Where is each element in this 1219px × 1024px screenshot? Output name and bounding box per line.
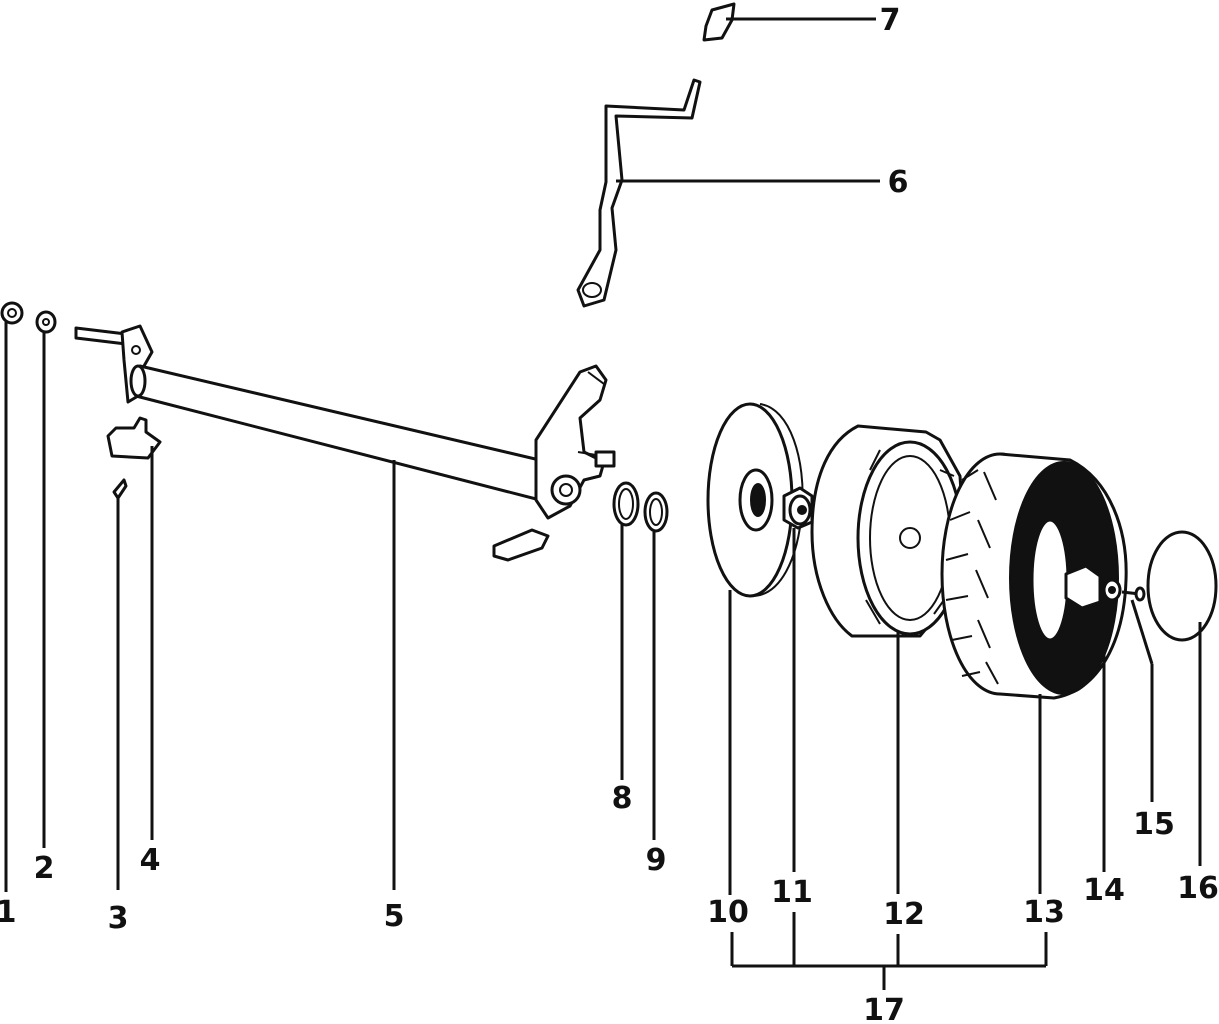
label-6: 6 — [888, 165, 909, 200]
part-12-hub — [810, 424, 966, 894]
label-17: 17 — [863, 993, 905, 1024]
label-14: 14 — [1083, 873, 1125, 908]
part-13-tire — [940, 452, 1128, 894]
part-9-ring — [643, 491, 669, 840]
part-14-nut — [1064, 564, 1122, 872]
label-1: 1 — [0, 895, 16, 930]
label-16: 16 — [1177, 871, 1219, 906]
part-3-screw — [112, 478, 128, 890]
label-15: 15 — [1133, 807, 1175, 842]
part-16-hubcap — [1146, 530, 1218, 866]
part-6-lever — [576, 78, 880, 308]
label-11: 11 — [771, 875, 813, 910]
part-4-bracket — [106, 416, 162, 840]
part-7-clip — [702, 2, 876, 42]
part-5-axle — [74, 324, 616, 890]
label-10: 10 — [707, 895, 749, 930]
label-2: 2 — [34, 851, 55, 886]
part-8-ring — [612, 481, 640, 780]
assembly-bracket-17 — [730, 912, 1048, 990]
label-5: 5 — [384, 899, 405, 934]
label-8: 8 — [612, 781, 633, 816]
label-12: 12 — [883, 897, 925, 932]
part-1-cap — [0, 301, 24, 892]
part-10-disc — [706, 402, 804, 895]
part-15-screw — [1121, 586, 1154, 802]
label-3: 3 — [108, 901, 129, 936]
label-9: 9 — [646, 843, 667, 878]
label-13: 13 — [1023, 895, 1065, 930]
label-4: 4 — [140, 843, 161, 878]
label-7: 7 — [880, 3, 901, 38]
part-2-washer — [35, 310, 57, 848]
